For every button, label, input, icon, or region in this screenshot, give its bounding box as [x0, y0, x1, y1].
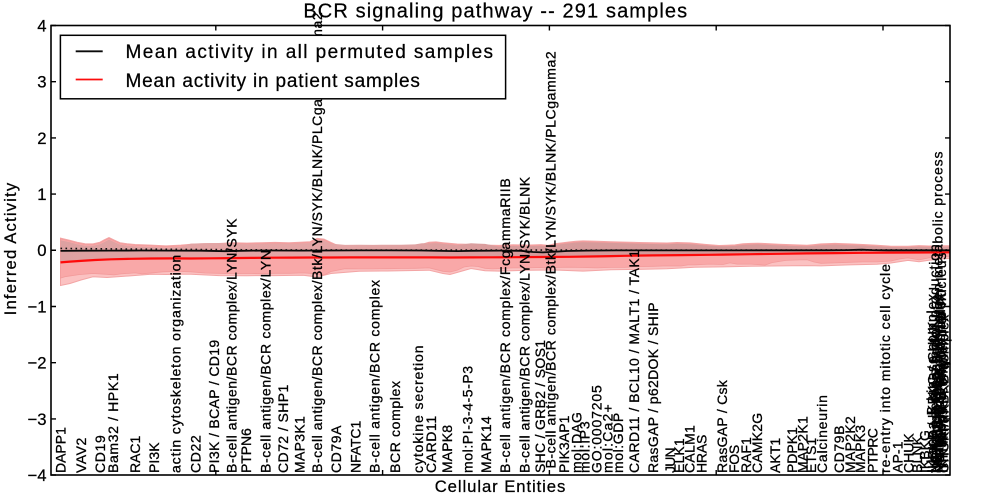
- svg-text:mol:IP3: mol:IP3: [577, 421, 593, 473]
- svg-text:−2: −2: [27, 354, 46, 373]
- svg-text:CD79A: CD79A: [328, 425, 344, 473]
- svg-text:MAP2K1: MAP2K1: [794, 416, 810, 473]
- svg-text:4: 4: [37, 17, 46, 36]
- svg-text:CD79B: CD79B: [831, 425, 847, 473]
- svg-text:B-cell antigen/BCR complex/Btk: B-cell antigen/BCR complex/Btk/LYN/SYK/B…: [309, 12, 325, 473]
- svg-text:B-cell antigen/BCR complex/LYN: B-cell antigen/BCR complex/LYN/SYK/BLNK: [517, 176, 533, 473]
- svg-text:Inferred Activity: Inferred Activity: [1, 182, 20, 316]
- svg-text:B-cell antigen/BCR complex/LYN: B-cell antigen/BCR complex/LYN/SYK: [223, 218, 239, 473]
- svg-text:controls of reactive oxygen me: controls of reactive oxygen metabolic pr…: [930, 151, 946, 473]
- svg-text:B-cell antigen/BCR complex: B-cell antigen/BCR complex: [367, 279, 383, 473]
- svg-text:MAPK8: MAPK8: [439, 425, 455, 473]
- svg-text:AP-1: AP-1: [890, 441, 906, 473]
- svg-text:CARD11 / BCL10 / MALT1 / TAK1: CARD11 / BCL10 / MALT1 / TAK1: [626, 250, 642, 473]
- svg-text:NFATC1: NFATC1: [347, 421, 363, 473]
- svg-text:PIK3AP1: PIK3AP1: [556, 415, 572, 473]
- svg-text:mol:Ca2+: mol:Ca2+: [599, 403, 615, 473]
- svg-text:BCR signaling pathway -- 291 s: BCR signaling pathway -- 291 samples: [303, 1, 688, 23]
- svg-text:I-kappa-B phosphorylation: I-kappa-B phosphorylation: [931, 289, 947, 473]
- svg-text:DAPP1: DAPP1: [53, 427, 69, 473]
- svg-text:PTPN6: PTPN6: [238, 428, 254, 473]
- svg-text:RasGAP / Csk: RasGAP / Csk: [714, 379, 730, 473]
- svg-text:CALM1: CALM1: [682, 425, 698, 473]
- svg-text:IKBKB / IKBKG / CHUK: IKBKB / IKBKG / CHUK: [925, 321, 941, 473]
- svg-text:HRAS: HRAS: [694, 435, 710, 473]
- svg-text:ELK1: ELK1: [671, 438, 687, 473]
- svg-text:NF-kappa-B/RelA complex: NF-kappa-B/RelA complex: [932, 293, 948, 473]
- svg-text:mol:GDP: mol:GDP: [610, 412, 626, 473]
- svg-text:Cellular Entities: Cellular Entities: [435, 477, 567, 496]
- svg-text:Calcineurin: Calcineurin: [814, 394, 830, 473]
- svg-text:IKK kinase complex: IKK kinase complex: [934, 337, 950, 473]
- svg-text:tumor necrosis factor producti: tumor necrosis factor production: [926, 243, 942, 473]
- svg-text:B-cell antigen/BCR complex/Btk: B-cell antigen/BCR complex/Btk/LYN/SYK/B…: [542, 51, 558, 473]
- svg-text:PI3K / BCAP / CD19: PI3K / BCAP / CD19: [206, 340, 222, 473]
- svg-text:mol:PI-3-4-5-P3: mol:PI-3-4-5-P3: [460, 365, 476, 473]
- svg-text:−1: −1: [27, 298, 46, 317]
- svg-text:re-entry into mitotic cell cyc: re-entry into mitotic cell cycle: [877, 263, 893, 473]
- svg-text:BCR complex: BCR complex: [387, 380, 403, 473]
- svg-text:JUN: JUN: [662, 448, 678, 473]
- svg-text:CARD11: CARD11: [423, 415, 439, 473]
- svg-text:IKBKB complex: IKBKB complex: [928, 368, 944, 473]
- svg-text:IKBKG: IKBKG: [917, 430, 933, 473]
- svg-text:Mean activity in all permuted: Mean activity in all permuted samples: [126, 42, 495, 63]
- svg-text:3: 3: [37, 73, 46, 92]
- svg-text:cytokine secretion: cytokine secretion: [410, 345, 426, 473]
- svg-text:PTPRC: PTPRC: [864, 428, 880, 473]
- svg-text:−3: −3: [27, 410, 46, 429]
- svg-text:B-cell antigen/BCR complex/LYN: B-cell antigen/BCR complex/LYN: [257, 249, 273, 473]
- svg-text:0: 0: [37, 241, 46, 260]
- svg-text:RAF1: RAF1: [738, 437, 754, 473]
- svg-text:ETS1: ETS1: [803, 438, 819, 473]
- svg-text:NF-kappa-B cascade: NF-kappa-B cascade: [927, 331, 943, 473]
- svg-text:GO:0007205: GO:0007205: [589, 384, 605, 473]
- svg-text:SHC / GRB2 / SOS1: SHC / GRB2 / SOS1: [532, 340, 548, 473]
- svg-text:RAC1: RAC1: [127, 436, 143, 473]
- svg-text:CHUK / IKBKB complex: CHUK / IKBKB complex: [936, 314, 952, 473]
- svg-text:RasGAP / p62DOK / SHIP: RasGAP / p62DOK / SHIP: [645, 302, 661, 473]
- svg-text:actin cytoskeleton organizati: actin cytoskeleton organization: [168, 254, 184, 473]
- svg-text:CHUK: CHUK: [900, 433, 916, 473]
- svg-text:CD19: CD19: [92, 435, 108, 473]
- svg-text:MAPK14: MAPK14: [478, 416, 494, 473]
- svg-text:CD22: CD22: [187, 435, 203, 473]
- svg-text:Mean activity in patient sampl: Mean activity in patient samples: [126, 71, 421, 92]
- svg-text:1: 1: [37, 185, 46, 204]
- svg-text:BLNK: BLNK: [909, 435, 925, 473]
- svg-text:MAPK3: MAPK3: [852, 425, 868, 473]
- svg-text:FOS: FOS: [726, 445, 742, 473]
- svg-text:Bam32 / HPK1: Bam32 / HPK1: [105, 373, 121, 473]
- svg-text:CAMK2G: CAMK2G: [749, 413, 765, 473]
- svg-text:MAP2K2: MAP2K2: [842, 416, 858, 473]
- svg-text:AKT1: AKT1: [767, 438, 783, 473]
- svg-text:2: 2: [37, 129, 46, 148]
- svg-text:CD72 / SHP1: CD72 / SHP1: [275, 384, 291, 473]
- svg-text:PI3K: PI3K: [146, 442, 162, 473]
- svg-text:PDPK1: PDPK1: [784, 427, 800, 473]
- svg-text:mol:DAG: mol:DAG: [569, 411, 585, 473]
- svg-text:I-kappa-B kinase complex: I-kappa-B kinase complex: [924, 293, 940, 473]
- svg-text:MAP3K1: MAP3K1: [292, 416, 308, 473]
- svg-text:B-cell antigen/BCR complex/Fcg: B-cell antigen/BCR complex/FcgammaRIIB: [497, 178, 513, 473]
- svg-text:−4: −4: [27, 466, 46, 485]
- svg-text:VAV2: VAV2: [73, 437, 89, 473]
